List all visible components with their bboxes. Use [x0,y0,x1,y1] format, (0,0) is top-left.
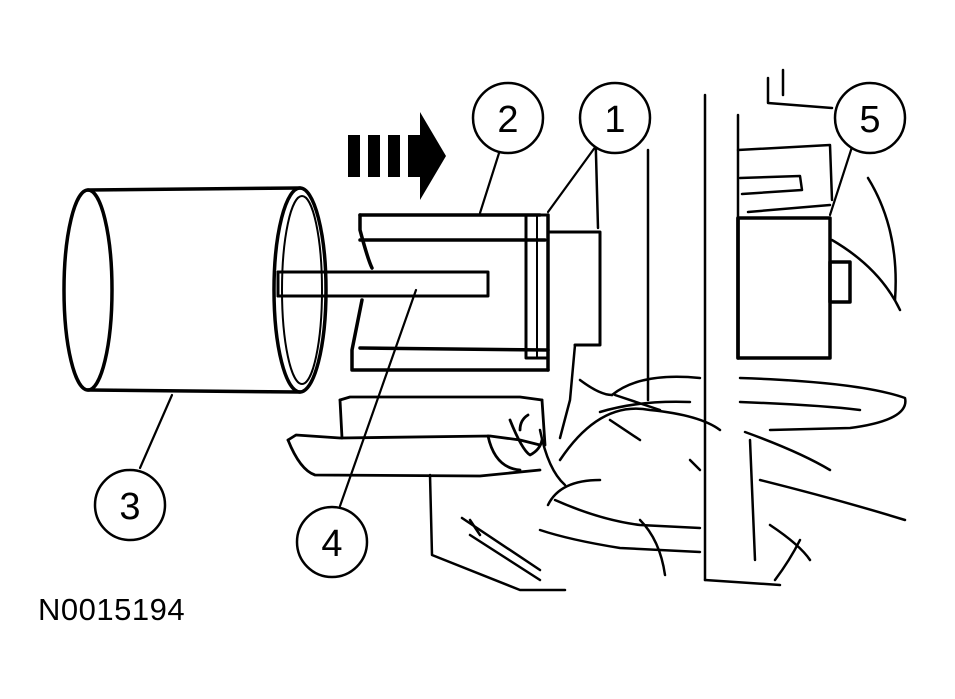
callout-3-label: 3 [119,486,140,528]
bushing-half-shell [286,395,547,478]
bushing-flange [524,213,602,360]
callout-5: 5 [833,81,907,155]
housing-outline [428,68,907,592]
callout-3: 3 [93,468,167,542]
figure-id: N0015194 [38,592,186,627]
callout-2-label: 2 [497,99,518,141]
arrow-right-icon [348,112,446,200]
bushing-block [736,216,852,360]
callout-1-label: 1 [604,99,625,141]
bushing-tool-sleeve [350,213,550,372]
callout-1: 1 [578,81,652,155]
callout-4: 4 [295,505,369,579]
receiver-cup [62,186,328,394]
leader-lines [138,144,854,508]
callout-4-label: 4 [321,523,342,565]
forcing-screw [276,270,490,298]
callout-5-label: 5 [859,99,880,141]
callout-2: 2 [471,81,545,155]
